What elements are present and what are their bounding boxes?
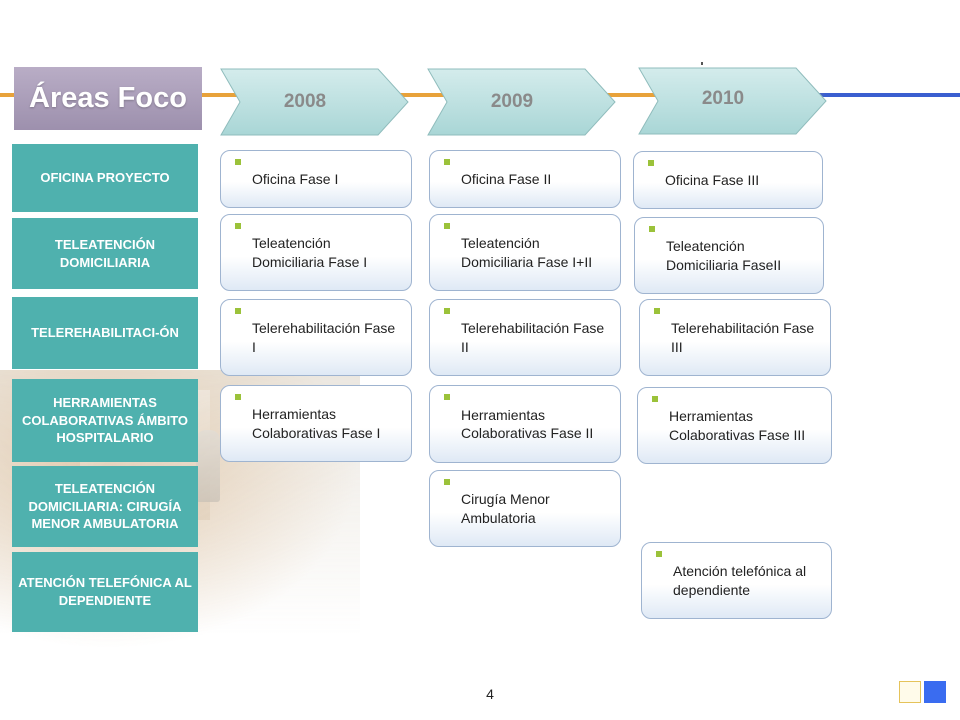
item-label: Herramientas Colaborativas Fase II [461, 406, 594, 441]
item-label: Teleatención Domiciliaria Fase I+II [461, 235, 593, 270]
bullet-icon [444, 158, 450, 165]
item-label: Oficina Fase III [665, 171, 760, 188]
item-2009-oficina: Oficina Fase II [429, 150, 621, 208]
item-2010-herramientas: Herramientas Colaborativas Fase III [637, 387, 832, 464]
category-oficina-proyecto: OFICINA PROYECTO [12, 144, 198, 212]
item-label: Herramientas Colaborativas Fase I [252, 406, 381, 441]
item-2009-telerehabilitacion: Telerehabilitación Fase II [429, 299, 621, 376]
category-telerehabilitacion: TELEREHABILITACI-ÓN [12, 297, 198, 369]
item-2010-teleatencion: Teleatención Domiciliaria FaseII [634, 217, 824, 294]
bullet-icon [654, 307, 660, 314]
year-arrow-2009: 2009 [427, 68, 617, 136]
item-2010-atencion: Atención telefónica al dependiente [641, 542, 832, 619]
nav-square-icon-filled [924, 681, 946, 703]
bullet-icon [648, 159, 654, 166]
category-teleatencion-domiciliaria: TELEATENCIÓN DOMICILIARIA [12, 218, 198, 289]
nav-square-icon-outline [899, 681, 921, 703]
bullet-icon [235, 158, 241, 165]
item-label: Teleatención Domiciliaria Fase I [252, 235, 368, 270]
bullet-icon [444, 222, 450, 229]
item-2008-teleatencion: Teleatención Domiciliaria Fase I [220, 214, 412, 291]
bullet-icon [444, 307, 450, 314]
item-2009-teleatencion: Teleatención Domiciliaria Fase I+II [429, 214, 621, 291]
bullet-icon [444, 478, 450, 485]
bullet-icon [235, 307, 241, 314]
item-2008-telerehabilitacion: Telerehabilitación Fase I [220, 299, 412, 376]
areas-foco-title: Áreas Foco [14, 67, 202, 130]
item-label: Telerehabilitación Fase II [461, 320, 605, 355]
item-label: Teleatención Domiciliaria FaseII [666, 238, 782, 273]
item-2009-cirugia: Cirugía Menor Ambulatoria [429, 470, 621, 547]
item-label: Telerehabilitación Fase I [252, 320, 396, 355]
category-cirugia-menor: TELEATENCIÓN DOMICILIARIA: CIRUGÍA MENOR… [12, 466, 198, 547]
year-label-2010: 2010 [701, 88, 745, 109]
dot-mark [701, 62, 703, 65]
item-2008-herramientas: Herramientas Colaborativas Fase I [220, 385, 412, 462]
item-label: Herramientas Colaborativas Fase III [669, 408, 806, 443]
bullet-icon [649, 225, 655, 232]
page-number: 4 [486, 686, 494, 702]
item-label: Oficina Fase I [252, 170, 339, 187]
item-2010-oficina: Oficina Fase III [633, 151, 823, 209]
bullet-icon [652, 395, 658, 402]
year-label-2008: 2008 [283, 91, 327, 112]
category-herramientas-colaborativas: HERRAMIENTAS COLABORATIVAS ÁMBITO HOSPIT… [12, 379, 198, 462]
person-figure [196, 430, 220, 502]
bullet-icon [235, 222, 241, 229]
item-label: Oficina Fase II [461, 170, 552, 187]
bullet-icon [444, 393, 450, 400]
item-label: Cirugía Menor Ambulatoria [461, 491, 550, 526]
item-2009-herramientas: Herramientas Colaborativas Fase II [429, 385, 621, 463]
category-atencion-telefonica: ATENCIÓN TELEFÓNICA AL DEPENDIENTE [12, 552, 198, 632]
item-label: Atención telefónica al dependiente [673, 563, 807, 598]
year-arrow-2008: 2008 [220, 68, 410, 136]
bullet-icon [656, 550, 662, 557]
year-arrow-2010: 2010 [638, 67, 828, 135]
item-2010-telerehabilitacion: Telerehabilitación Fase III [639, 299, 831, 376]
bullet-icon [235, 393, 241, 400]
item-2008-oficina: Oficina Fase I [220, 150, 412, 208]
year-label-2009: 2009 [490, 91, 534, 112]
item-label: Telerehabilitación Fase III [671, 320, 815, 355]
